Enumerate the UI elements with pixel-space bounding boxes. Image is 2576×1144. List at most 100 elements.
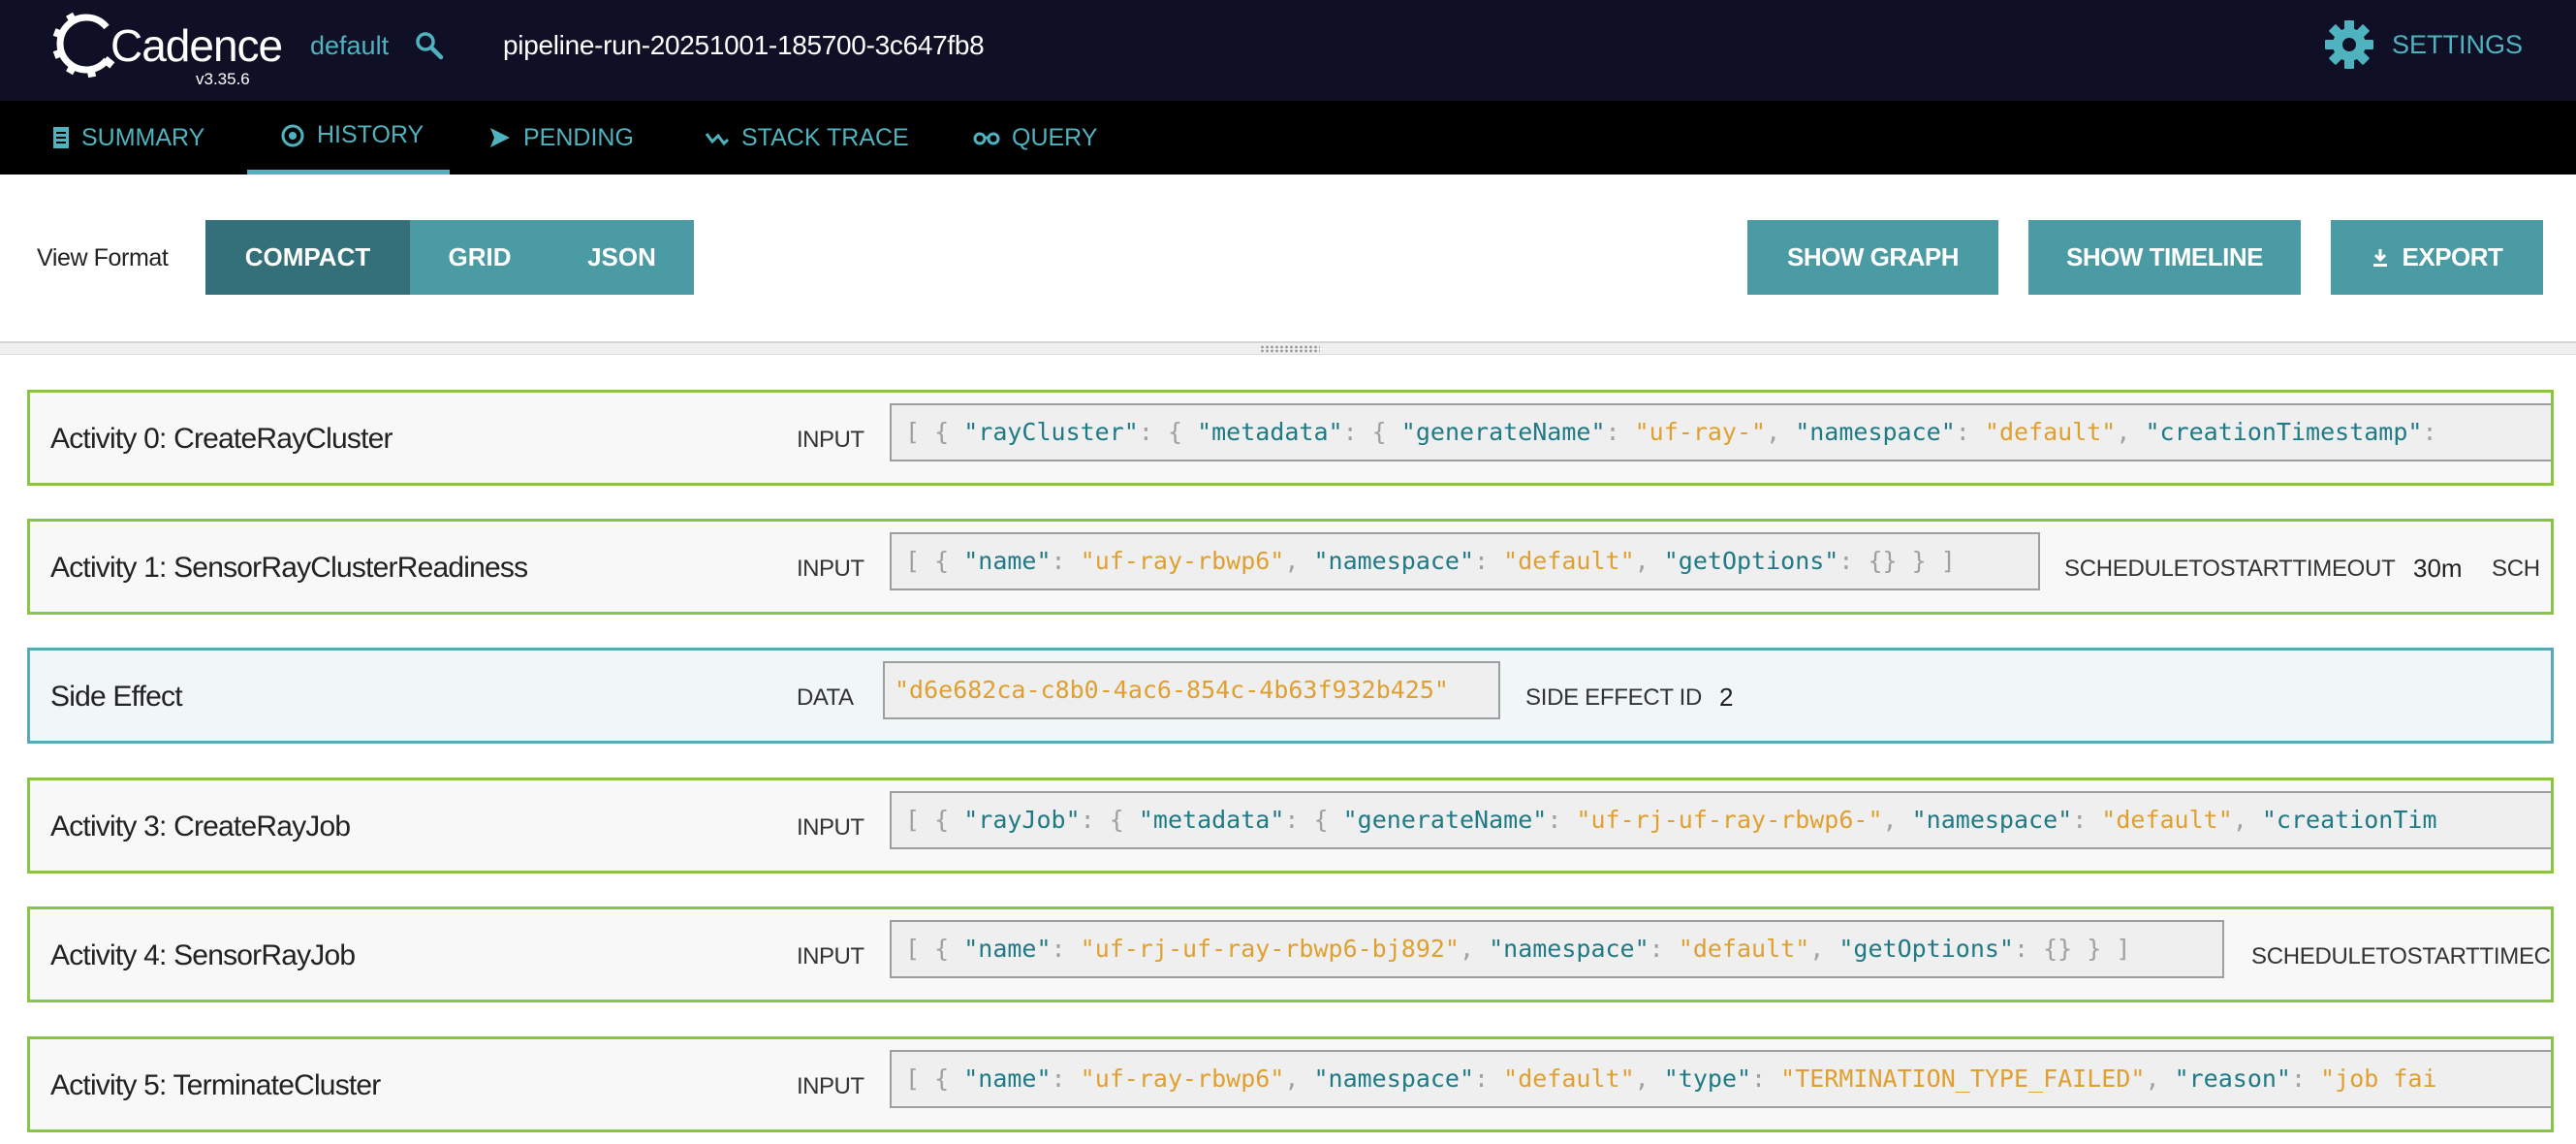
export-button[interactable]: EXPORT	[2331, 220, 2543, 295]
json-key: "creationTim	[2261, 806, 2437, 834]
json-key: "namespace"	[1313, 1065, 1475, 1093]
event-input-json[interactable]: [ { "name": "uf-ray-rbwp6", "namespace":…	[890, 1050, 2551, 1108]
tab-pending[interactable]: PENDING	[488, 101, 634, 175]
event-input-json[interactable]: [ { "rayCluster": { "metadata": { "gener…	[890, 403, 2551, 461]
event-input-json[interactable]: [ { "rayJob": { "metadata": { "generateN…	[890, 791, 2551, 849]
json-key: "name"	[963, 935, 1052, 963]
json-punctuation: ,	[1634, 1065, 1664, 1093]
json-punctuation: : {	[1342, 418, 1401, 446]
trace-icon	[705, 133, 730, 146]
settings-button[interactable]: SETTINGS	[2324, 17, 2523, 72]
json-key: "creationTimestamp"	[2145, 418, 2423, 446]
event-field-key: INPUT	[797, 1073, 864, 1099]
event-field-key: INPUT	[797, 427, 864, 453]
show-timeline-label: SHOW TIMELINE	[2066, 242, 2263, 271]
json-key: "namespace"	[1911, 806, 2073, 834]
json-punctuation: :	[2290, 1065, 2321, 1093]
history-event-row[interactable]: Activity 3: CreateRayJob INPUT [ { "rayJ…	[27, 778, 2554, 874]
json-key: "generateName"	[1342, 806, 1548, 834]
event-input-json[interactable]: [ { "name": "uf-rj-uf-ray-rbwp6-bj892", …	[890, 920, 2224, 978]
history-event-row[interactable]: Side Effect DATA "d6e682ca-c8b0-4ac6-854…	[27, 648, 2554, 744]
json-punctuation: :	[1605, 418, 1635, 446]
json-key: "metadata"	[1197, 418, 1343, 446]
search-icon[interactable]	[415, 31, 444, 60]
event-title: Activity 4: SensorRayJob	[50, 939, 356, 971]
grid-format-button[interactable]: GRID	[410, 220, 550, 295]
event-field-key: SCHEDULETOSTARTTIMEOUT	[2064, 556, 2396, 582]
json-punctuation: :	[1955, 418, 1985, 446]
json-string: "default"	[1678, 935, 1810, 963]
json-punctuation: : {	[1080, 806, 1139, 834]
json-punctuation: :	[1051, 547, 1081, 575]
compact-format-button[interactable]: COMPACT	[205, 220, 410, 295]
event-field-key: SCHEDULETOSTARTTIMEC	[2251, 943, 2551, 969]
view-format-toggle: COMPACT GRID JSON	[205, 220, 694, 295]
event-title: Activity 3: CreateRayJob	[50, 810, 351, 842]
json-string: "job fai	[2320, 1065, 2437, 1093]
event-field-key: SIDE EFFECT ID	[1525, 684, 1703, 711]
json-punctuation: :	[1051, 935, 1081, 963]
tab-history[interactable]: HISTORY	[247, 101, 450, 175]
history-event-row[interactable]: Activity 5: TerminateCluster INPUT [ { "…	[27, 1036, 2554, 1132]
cadence-gear-icon	[52, 12, 115, 79]
version-label: v3.35.6	[196, 70, 250, 88]
json-punctuation: :	[2422, 418, 2437, 446]
json-punctuation: ,	[1284, 1065, 1314, 1093]
json-key: "reason"	[2174, 1065, 2291, 1093]
json-key: "generateName"	[1400, 418, 1606, 446]
resize-splitter[interactable]	[0, 341, 2576, 355]
json-punctuation: :	[1474, 547, 1504, 575]
json-punctuation: [ {	[905, 547, 964, 575]
event-field-value: 2	[1719, 683, 1734, 712]
history-icon	[281, 124, 304, 146]
event-field-key: DATA	[797, 684, 854, 711]
json-format-button[interactable]: JSON	[550, 220, 694, 295]
json-punctuation: ,	[1882, 806, 1912, 834]
history-event-row[interactable]: Activity 0: CreateRayCluster INPUT [ { "…	[27, 390, 2554, 486]
tab-summary[interactable]: SUMMARY	[52, 101, 204, 175]
json-key: "name"	[963, 1065, 1052, 1093]
json-punctuation: [ {	[905, 1065, 964, 1093]
json-string: "TERMINATION_TYPE_FAILED"	[1780, 1065, 2146, 1093]
tab-query[interactable]: QUERY	[973, 101, 1097, 175]
event-data-json[interactable]: "d6e682ca-c8b0-4ac6-854c-4b63f932b425"	[883, 661, 1500, 719]
gear-icon	[2325, 20, 2373, 69]
json-punctuation: ,	[1459, 935, 1490, 963]
send-icon	[490, 128, 510, 147]
settings-label: SETTINGS	[2392, 29, 2524, 59]
download-icon	[2372, 248, 2387, 267]
domain-link[interactable]: default	[310, 31, 390, 60]
logo-text: Cadence	[110, 20, 283, 71]
tab-label: HISTORY	[317, 121, 424, 148]
tab-label: STACK TRACE	[741, 123, 909, 151]
json-key: "type"	[1663, 1065, 1752, 1093]
json-punctuation: :	[2072, 806, 2102, 834]
history-event-row[interactable]: Activity 1: SensorRayClusterReadiness IN…	[27, 519, 2554, 615]
json-punctuation: ,	[1284, 547, 1314, 575]
json-string: "default"	[1503, 547, 1635, 575]
json-punctuation: ,	[2232, 806, 2262, 834]
event-title: Activity 5: TerminateCluster	[50, 1069, 381, 1101]
json-key: "name"	[963, 547, 1052, 575]
json-punctuation: : {	[1138, 418, 1198, 446]
event-input-json[interactable]: [ { "name": "uf-ray-rbwp6", "namespace":…	[890, 532, 2040, 590]
view-format-label: View Format	[37, 244, 169, 271]
history-event-list: Activity 0: CreateRayCluster INPUT [ { "…	[0, 355, 2576, 1144]
json-punctuation: : {	[1284, 806, 1343, 834]
tab-label: QUERY	[1012, 123, 1098, 151]
json-key: "rayJob"	[963, 806, 1081, 834]
export-label: EXPORT	[2402, 242, 2503, 271]
json-key: "getOptions"	[1663, 547, 1839, 575]
json-punctuation: : {} } ]	[2013, 935, 2131, 963]
history-event-row[interactable]: Activity 4: SensorRayJob INPUT [ { "name…	[27, 906, 2554, 1002]
tab-stack-trace[interactable]: STACK TRACE	[705, 101, 909, 175]
json-punctuation: :	[1474, 1065, 1504, 1093]
cadence-logo[interactable]: Cadence v3.35.6	[50, 6, 283, 89]
json-key: "getOptions"	[1838, 935, 2014, 963]
show-graph-button[interactable]: SHOW GRAPH	[1747, 220, 1998, 295]
json-punctuation: : {} } ]	[1838, 547, 1956, 575]
json-string: "uf-ray-rbwp6"	[1080, 1065, 1285, 1093]
show-timeline-button[interactable]: SHOW TIMELINE	[2028, 220, 2301, 295]
drag-handle-icon[interactable]	[1260, 345, 1320, 353]
json-key: "namespace"	[1489, 935, 1649, 963]
